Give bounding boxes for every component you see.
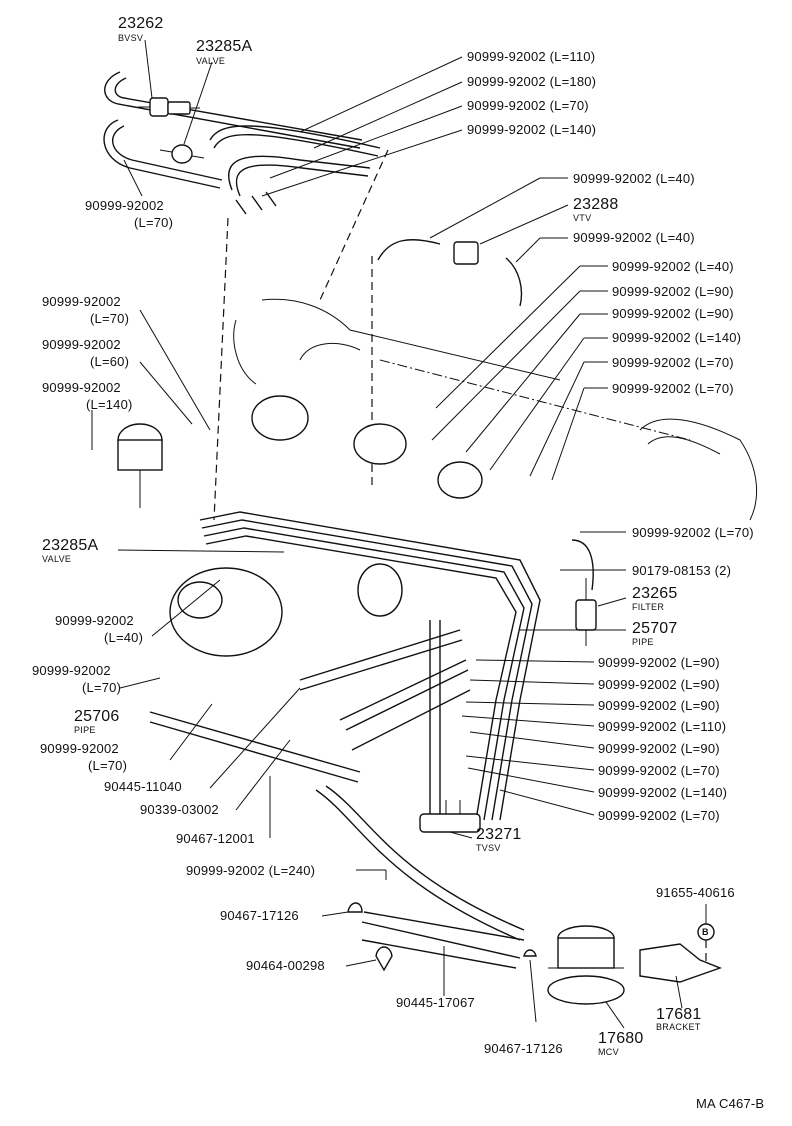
callout-17681-part: 17681 [656, 1006, 702, 1023]
callout-hose-left-140-length: (L=140) [86, 397, 133, 412]
callout-lower-90-b: 90999-92002 (L=90) [598, 677, 720, 692]
callout-lower-110: 90999-92002 (L=110) [598, 719, 727, 734]
callout-23288-name: VTV [573, 213, 592, 223]
callout-hose-left-70a-part: 90999-92002 [85, 198, 164, 213]
callout-hose-left-40-length: (L=40) [104, 630, 144, 645]
engine-outline [117, 239, 758, 1005]
callout-90467-17126-b: 90467-17126 [484, 1041, 563, 1056]
callout-hose-left-40-part: 90999-92002 [55, 613, 134, 628]
callout-hose-70-c: 90999-92002 (L=70) [612, 381, 734, 396]
callout-90467-17126-a: 90467-17126 [220, 908, 299, 923]
callout-hose-left-70d-length: (L=70) [88, 758, 128, 773]
marker-b: B [702, 927, 709, 937]
callout-90464-00298: 90464-00298 [246, 958, 325, 973]
callout-lower-90-d: 90999-92002 (L=90) [598, 741, 720, 756]
callout-hose-left-70b-part: 90999-92002 [42, 294, 121, 309]
callout-lower-90-c: 90999-92002 (L=90) [598, 698, 720, 713]
callout-hose-240: 90999-92002 (L=240) [186, 863, 316, 878]
callout-90179: 90179-08153 (2) [632, 563, 732, 578]
callout-hose-90-b: 90999-92002 (L=90) [612, 306, 734, 321]
callout-23262-part: 23262 [118, 15, 164, 32]
callout-hose-70-top: 90999-92002 (L=70) [467, 98, 589, 113]
callout-23265-part: 23265 [632, 585, 678, 602]
callout-hose-180: 90999-92002 (L=180) [467, 74, 597, 89]
callout-hose-40-a: 90999-92002 (L=40) [573, 171, 695, 186]
callout-hose-left-70b-length: (L=70) [90, 311, 130, 326]
leader-lines [91, 39, 707, 1029]
callout-hose-40-c: 90999-92002 (L=40) [612, 259, 734, 274]
callout-hose-70-b: 90999-92002 (L=70) [612, 355, 734, 370]
callout-17680-part: 17680 [598, 1030, 644, 1047]
top-hose-group [103, 71, 381, 215]
callout-17681-name: BRACKET [656, 1022, 701, 1032]
callout-23271-part: 23271 [476, 826, 522, 843]
callout-23262-name: BVSV [118, 33, 144, 43]
callout-23285a-top-part: 23285A [196, 38, 253, 55]
callout-90445-11040: 90445-11040 [104, 779, 182, 794]
callout-90467-12001: 90467-12001 [176, 831, 255, 846]
callout-lower-70-a: 90999-92002 (L=70) [598, 763, 720, 778]
callout-hose-70-right: 90999-92002 (L=70) [632, 525, 754, 540]
callout-hose-40-b: 90999-92002 (L=40) [573, 230, 695, 245]
callout-hose-left-70c-length: (L=70) [82, 680, 122, 695]
callout-23285a-mid-part: 23285A [42, 537, 99, 554]
callout-hose-left-70a-length: (L=70) [134, 215, 174, 230]
callout-lower-140: 90999-92002 (L=140) [598, 785, 728, 800]
callout-25706-name: PIPE [74, 725, 96, 735]
callout-23285a-top-name: VALVE [196, 56, 226, 66]
callout-90445-17067: 90445-17067 [396, 995, 475, 1010]
callout-90339-03002: 90339-03002 [140, 802, 219, 817]
callout-23288-part: 23288 [573, 196, 619, 213]
callout-hose-140-b: 90999-92002 (L=140) [612, 330, 742, 345]
callout-hose-left-60-part: 90999-92002 [42, 337, 121, 352]
callout-hose-110-top: 90999-92002 (L=110) [467, 49, 596, 64]
callout-25706-part: 25706 [74, 708, 120, 725]
callout-25707-part: 25707 [632, 620, 678, 637]
callout-hose-left-70c-part: 90999-92002 [32, 663, 111, 678]
callout-lower-70-b: 90999-92002 (L=70) [598, 808, 720, 823]
callout-hose-left-140-part: 90999-92002 [42, 380, 121, 395]
callout-hose-left-70d-part: 90999-92002 [40, 741, 119, 756]
diagram-code: MA C467-B [696, 1096, 765, 1111]
callout-hose-140-top: 90999-92002 (L=140) [467, 122, 597, 137]
callout-17680-name: MCV [598, 1047, 619, 1057]
callout-lower-90-a: 90999-92002 (L=90) [598, 655, 720, 670]
callout-25707-name: PIPE [632, 637, 654, 647]
callout-23271-name: TVSV [476, 843, 501, 853]
callout-91655-40616: 91655-40616 [656, 885, 735, 900]
callout-hose-left-60-length: (L=60) [90, 354, 130, 369]
callout-hose-90-a: 90999-92002 (L=90) [612, 284, 734, 299]
callout-23265-name: FILTER [632, 602, 665, 612]
callout-23285a-mid-name: VALVE [42, 554, 72, 564]
